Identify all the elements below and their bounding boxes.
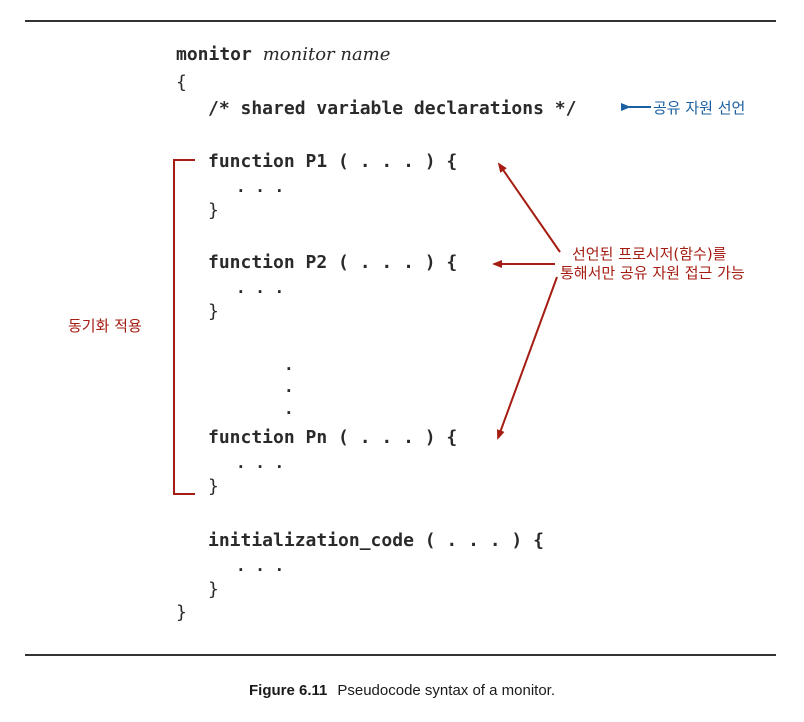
monitor-close-brace: } (176, 602, 187, 623)
shared-resource-annotation: 공유 자원 선언 (653, 99, 746, 117)
top-rule (25, 20, 776, 22)
initialization-code-header: initialization_code ( . . . ) { (208, 530, 544, 551)
arrow-to-pn (496, 276, 558, 440)
shared-variable-comment: /* shared variable declarations */ (208, 98, 577, 119)
procedures-annotation-line2: 통해서만 공유 자원 접근 가능 (560, 264, 745, 282)
function-p1-body: . . . (236, 177, 285, 196)
procedures-annotation-line1: 선언된 프로시저(함수)를 (572, 245, 727, 263)
function-p2-header: function P2 ( . . . ) { (208, 252, 458, 273)
function-pn-close-brace: } (208, 476, 219, 497)
bottom-rule (25, 654, 776, 656)
vertical-ellipsis-dot: . (284, 399, 294, 418)
sync-bracket (173, 159, 195, 495)
arrow-to-p1 (497, 162, 561, 253)
function-pn-header: function Pn ( . . . ) { (208, 427, 458, 448)
vertical-ellipsis-dot: . (284, 355, 294, 374)
initialization-code-close-brace: } (208, 579, 219, 600)
vertical-ellipsis-dot: . (284, 377, 294, 396)
function-p2-close-brace: } (208, 301, 219, 322)
monitor-declaration-line: monitor monitor name (176, 44, 390, 66)
function-p2-body: . . . (236, 278, 285, 297)
figure-number: Figure 6.11 (248, 682, 328, 699)
initialization-code-body: . . . (236, 556, 285, 575)
function-p1-close-brace: } (208, 200, 219, 221)
monitor-keyword: monitor (176, 44, 252, 65)
figure-caption-text: Pseudocode syntax of a monitor. (337, 682, 555, 699)
function-pn-body: . . . (236, 453, 285, 472)
sync-applied-annotation: 동기화 적용 (68, 317, 142, 335)
monitor-open-brace: { (176, 72, 187, 93)
monitor-name: monitor name (262, 44, 391, 65)
figure-caption: Figure 6.11 Pseudocode syntax of a monito… (0, 682, 804, 699)
function-p1-header: function P1 ( . . . ) { (208, 151, 458, 172)
